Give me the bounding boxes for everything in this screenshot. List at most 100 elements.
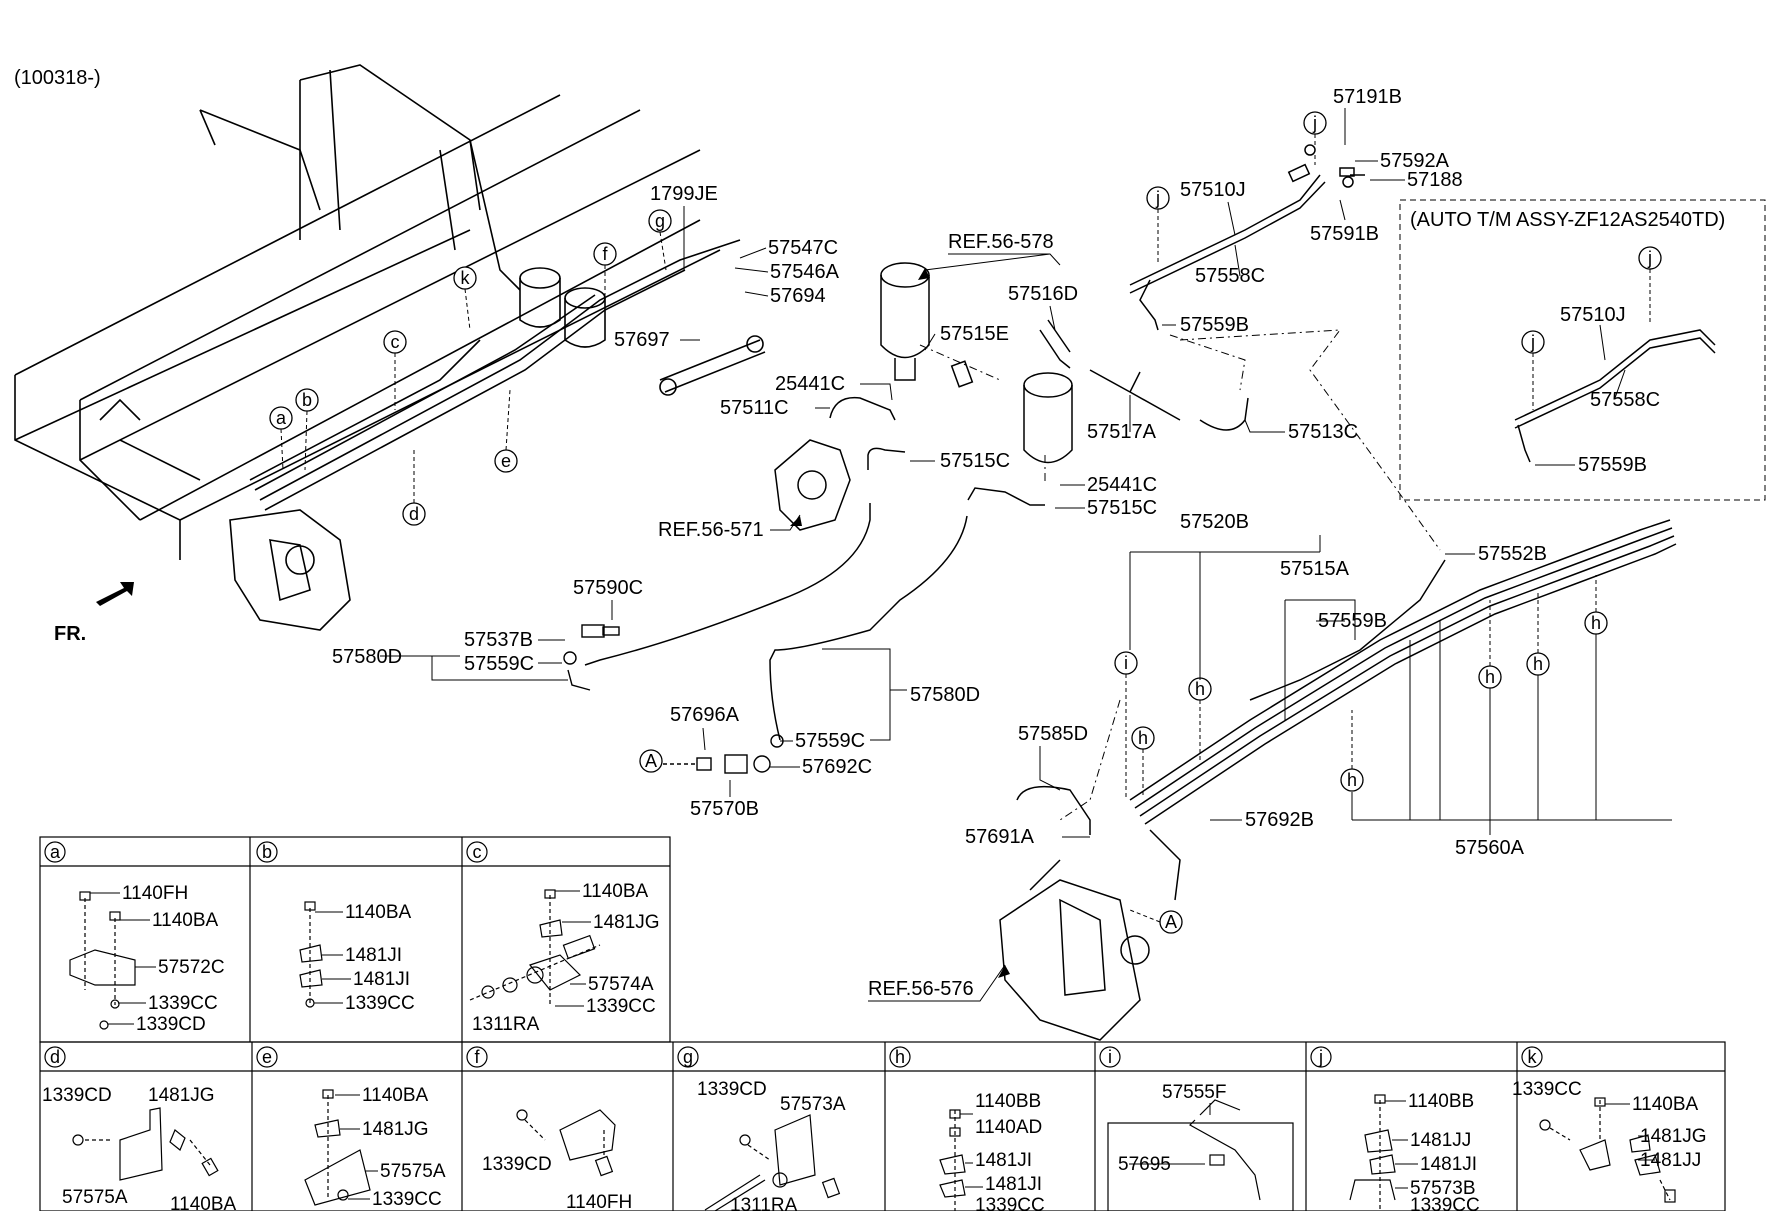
label-25441C-upper: 25441C bbox=[775, 373, 845, 395]
grid-key-j: j bbox=[1318, 1047, 1323, 1067]
grid-key-c: c bbox=[473, 842, 482, 862]
grid-g-part-3: 1311RA bbox=[730, 1195, 798, 1211]
ref-576-arrowhead bbox=[998, 965, 1010, 978]
callout-e: e bbox=[501, 451, 511, 471]
label-57694: 57694 bbox=[770, 285, 826, 307]
label-57692C: 57692C bbox=[802, 756, 872, 778]
group-brackets-right bbox=[1129, 535, 1672, 835]
callout-h-4: h bbox=[1485, 667, 1495, 687]
label-57585D: 57585D bbox=[1018, 723, 1088, 745]
grid-key-d: d bbox=[50, 1047, 60, 1067]
grid-fastener-art bbox=[69, 889, 1676, 1211]
callout-h-1: h bbox=[1195, 679, 1205, 699]
label-57511C: 57511C bbox=[720, 397, 789, 419]
callout-leaders-right bbox=[1125, 575, 1597, 923]
grid-a-part-3: 57572C bbox=[158, 957, 225, 978]
label-57559C-left: 57559C bbox=[464, 653, 534, 675]
callout-j-top: j bbox=[1312, 113, 1317, 133]
label-57592A: 57592A bbox=[1380, 150, 1450, 172]
grid-e-part-2: 1481JG bbox=[362, 1119, 429, 1140]
chassis-frame bbox=[14, 64, 766, 631]
label-57591B: 57591B bbox=[1310, 223, 1379, 245]
grid-k-part-3: 1481JG bbox=[1640, 1126, 1707, 1147]
label-57191B: 57191B bbox=[1333, 86, 1402, 108]
variant-label-57558C: 57558C bbox=[1590, 389, 1660, 411]
grid-i-part-1: 57555F bbox=[1162, 1082, 1226, 1103]
callout-A-circle-left bbox=[639, 749, 663, 773]
ref-56-571: REF.56-571 bbox=[658, 519, 764, 541]
label-1799JE: 1799JE bbox=[650, 183, 718, 205]
grid-label-leaders bbox=[90, 890, 1655, 1200]
label-57552B: 57552B bbox=[1478, 543, 1547, 565]
callout-a: a bbox=[276, 408, 287, 428]
label-57517A: 57517A bbox=[1087, 421, 1157, 443]
grid-e-part-4: 1339CC bbox=[372, 1189, 442, 1210]
grid-h-part-2: 1140AD bbox=[975, 1117, 1042, 1138]
grid-h-part-4: 1481JI bbox=[985, 1174, 1042, 1195]
label-57520B: 57520B bbox=[1180, 511, 1249, 533]
callout-c: c bbox=[391, 332, 400, 352]
label-57590C: 57590C bbox=[573, 577, 643, 599]
callout-A-right: A bbox=[1165, 912, 1177, 932]
grid-e-part-1: 1140BA bbox=[362, 1085, 429, 1106]
label-57513C: 57513C bbox=[1288, 421, 1358, 443]
dashed-connections bbox=[919, 329, 1441, 821]
grid-key-b: b bbox=[262, 842, 272, 862]
leaders-top-left bbox=[680, 206, 769, 341]
grid-c-part-3: 57574A bbox=[588, 974, 654, 995]
grid-b-part-1: 1140BA bbox=[345, 902, 412, 923]
grid-a-part-5: 1339CD bbox=[136, 1014, 206, 1035]
center-components bbox=[584, 262, 1249, 741]
grid-c-part-1: 1140BA bbox=[582, 881, 649, 902]
grid-d-part-3: 57575A bbox=[62, 1187, 128, 1208]
grid-h-part-5: 1339CC bbox=[975, 1195, 1045, 1211]
callout-h-3: h bbox=[1347, 770, 1357, 790]
grid-g-part-1: 1339CD bbox=[697, 1079, 767, 1100]
grid-key-f: f bbox=[474, 1047, 480, 1067]
grid-c-part-5: 1311RA bbox=[472, 1014, 540, 1035]
label-57515E: 57515E bbox=[940, 323, 1009, 345]
label-57559B-upper: 57559B bbox=[1180, 314, 1249, 336]
label-57515C-upper: 57515C bbox=[940, 450, 1010, 472]
grid-j-part-3: 1481JI bbox=[1420, 1154, 1477, 1175]
callout-j-left: j bbox=[1155, 188, 1160, 208]
callout-g: g bbox=[655, 211, 665, 231]
variant-leaders bbox=[1532, 269, 1651, 410]
grid-b-part-2: 1481JI bbox=[345, 945, 402, 966]
variant-callout-j-left: j bbox=[1530, 332, 1535, 352]
callout-h-6: h bbox=[1591, 613, 1601, 633]
front-direction-arrow bbox=[96, 582, 134, 606]
label-57691A: 57691A bbox=[965, 826, 1035, 848]
label-57188: 57188 bbox=[1407, 169, 1463, 191]
grid-c-part-4: 1339CC bbox=[586, 996, 656, 1017]
label-57515C-lower: 57515C bbox=[1087, 497, 1157, 519]
callout-f: f bbox=[602, 244, 608, 264]
label-57559B-lower: 57559B bbox=[1318, 610, 1387, 632]
grid-c-part-2: 1481JG bbox=[593, 912, 660, 933]
label-57692B: 57692B bbox=[1245, 809, 1314, 831]
grid-e-part-3: 57575A bbox=[380, 1161, 446, 1182]
variant-box bbox=[1399, 199, 1766, 501]
ref-56-578: REF.56-578 bbox=[948, 231, 1054, 253]
variant-callout-j-right: j bbox=[1647, 248, 1652, 268]
lower-fittings bbox=[563, 624, 784, 774]
grid-key-g: g bbox=[683, 1047, 693, 1067]
grid-d-part-4: 1140BA bbox=[170, 1194, 237, 1211]
variant-hose bbox=[1514, 329, 1716, 463]
grid-j-part-5: 1339CC bbox=[1410, 1195, 1480, 1211]
grid-d-part-1: 1339CD bbox=[42, 1085, 112, 1106]
label-57558C: 57558C bbox=[1195, 265, 1265, 287]
callout-leaders-chassis bbox=[280, 231, 667, 503]
label-57560A: 57560A bbox=[1455, 837, 1525, 859]
grid-b-part-3: 1481JI bbox=[353, 969, 410, 990]
grid-j-part-2: 1481JJ bbox=[1410, 1130, 1471, 1151]
front-direction-label: FR. bbox=[54, 623, 86, 645]
callout-h-2: h bbox=[1138, 728, 1148, 748]
callout-circles-chassis bbox=[269, 209, 672, 526]
label-57515A: 57515A bbox=[1280, 558, 1350, 580]
label-57510J: 57510J bbox=[1180, 179, 1246, 201]
label-57547C: 57547C bbox=[768, 237, 838, 259]
grid-a-part-4: 1339CC bbox=[148, 993, 218, 1014]
grid-a-part-1: 1140FH bbox=[122, 883, 188, 904]
